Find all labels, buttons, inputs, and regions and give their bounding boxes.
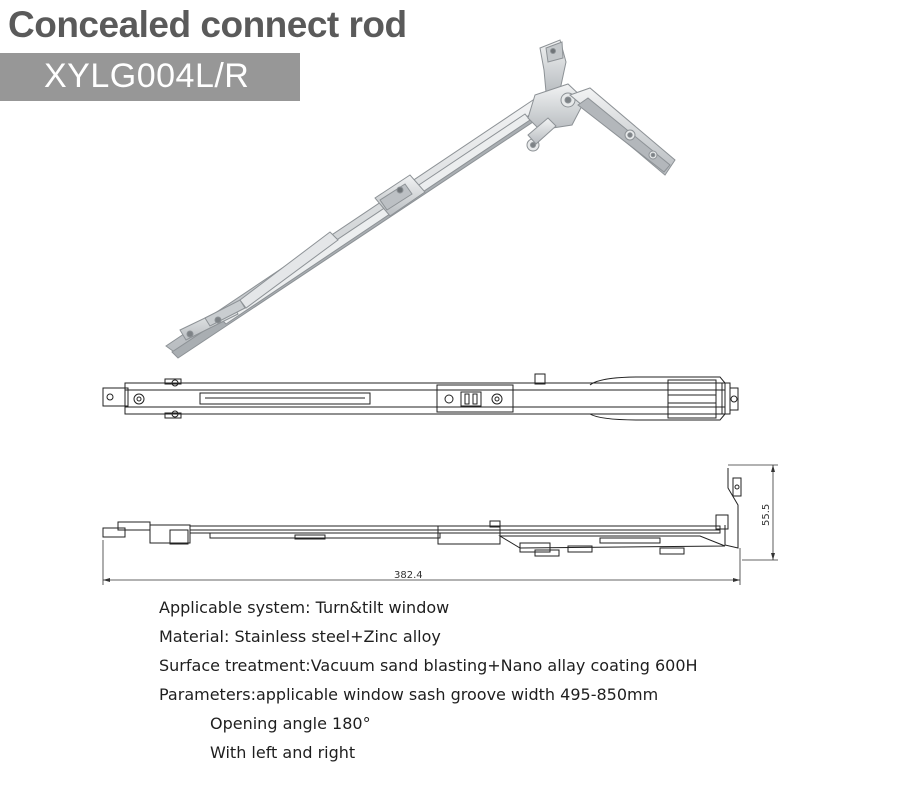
- side-view-drawing: [102, 468, 742, 557]
- spec-handedness: With left and right: [210, 743, 356, 762]
- product-3d-render: [165, 39, 676, 359]
- dimension-lines: [102, 464, 778, 585]
- spec-parameters: Parameters:applicable window sash groove…: [159, 685, 659, 704]
- spec-opening-angle: Opening angle 180°: [210, 714, 371, 733]
- top-view-drawing: [102, 373, 739, 421]
- spec-surface-treatment: Surface treatment:Vacuum sand blasting+N…: [159, 656, 698, 675]
- height-dimension-label: 55.5: [761, 504, 772, 526]
- product-title: Concealed connect rod: [8, 4, 407, 45]
- model-badge: XYLG004L/R: [0, 53, 300, 101]
- model-number: XYLG004L/R: [44, 57, 250, 95]
- spec-applicable-system: Applicable system: Turn&tilt window: [159, 598, 450, 617]
- length-dimension-label: 382.4: [394, 570, 423, 581]
- spec-material: Material: Stainless steel+Zinc alloy: [159, 627, 441, 646]
